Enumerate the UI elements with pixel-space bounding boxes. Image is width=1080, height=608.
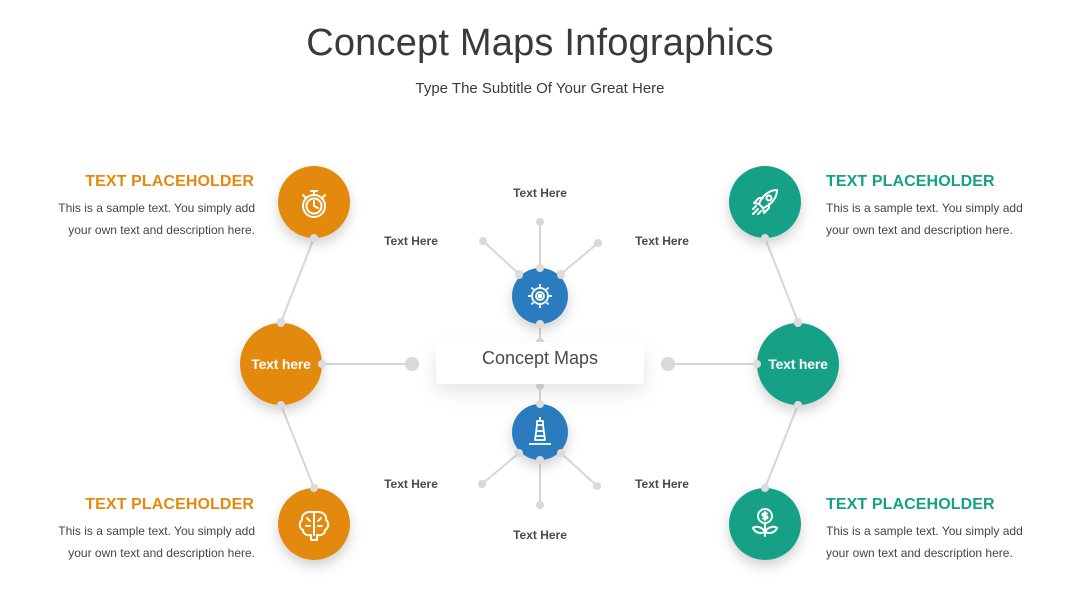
text-line: your own text and description here. <box>68 223 255 237</box>
right-bottom-block-text: This is a sample text. You simply add yo… <box>826 520 1056 564</box>
dot <box>310 484 318 492</box>
left-top-block-text: This is a sample text. You simply add yo… <box>25 197 255 241</box>
lighthouse-cluster-label-left: Text Here <box>384 477 438 491</box>
dot <box>277 319 285 327</box>
stopwatch-icon <box>302 190 326 218</box>
text-line: This is a sample text. You simply add <box>58 201 255 215</box>
gear-cluster-label-left: Text Here <box>384 234 438 248</box>
dot <box>536 456 544 464</box>
dot <box>277 401 285 409</box>
dot <box>594 239 602 247</box>
dot <box>794 319 802 327</box>
connector-right-bottom <box>764 404 799 489</box>
text-line: This is a sample text. You simply add <box>58 524 255 538</box>
lighthouse-icon <box>529 417 551 445</box>
connector-right-top <box>764 237 799 323</box>
connector-lighthouse-left <box>481 452 520 485</box>
text-line: your own text and description here. <box>826 223 1013 237</box>
money-plant-icon <box>752 508 778 537</box>
dot <box>536 320 544 328</box>
text-line: This is a sample text. You simply add <box>826 524 1023 538</box>
text-line: your own text and description here. <box>826 546 1013 560</box>
left-top-block-title: TEXT PLACEHOLDER <box>85 173 254 190</box>
gear-cluster-label-right: Text Here <box>635 234 689 248</box>
right-top-block-text: This is a sample text. You simply add yo… <box>826 197 1056 241</box>
left-bottom-block-text: This is a sample text. You simply add yo… <box>25 520 255 564</box>
connector-lighthouse-right <box>560 452 598 487</box>
dot <box>318 360 326 368</box>
connector-left-top <box>280 237 315 323</box>
dot <box>536 501 544 509</box>
dot <box>593 482 601 490</box>
rocket-icon <box>752 189 778 215</box>
dot-right-center <box>661 357 675 371</box>
right-bottom-block-title: TEXT PLACEHOLDER <box>826 496 995 513</box>
dot <box>310 234 318 242</box>
center-plate <box>436 342 644 384</box>
connector-gear-left <box>482 240 520 275</box>
dot <box>515 449 523 457</box>
gear-cluster-label-top: Text Here <box>513 186 567 200</box>
dot <box>761 234 769 242</box>
lighthouse-circle <box>512 404 568 460</box>
page-subtitle: Type The Subtitle Of Your Great Here <box>415 80 665 97</box>
dot <box>536 400 544 408</box>
text-line: This is a sample text. You simply add <box>826 201 1023 215</box>
connector-left-bottom <box>280 404 315 489</box>
dot <box>557 271 565 279</box>
dot <box>479 237 487 245</box>
left-hub-circle <box>240 323 322 405</box>
page-title: Concept Maps Infographics <box>306 22 774 64</box>
dot <box>753 360 761 368</box>
lighthouse-cluster-label-right: Text Here <box>635 477 689 491</box>
right-top-block-title: TEXT PLACEHOLDER <box>826 173 995 190</box>
brain-icon <box>298 510 330 541</box>
dot <box>794 401 802 409</box>
edge-dots <box>277 234 802 492</box>
dot <box>515 271 523 279</box>
right-hub-label: Text here <box>768 356 828 372</box>
dot-left-center <box>405 357 419 371</box>
dot <box>536 218 544 226</box>
dot <box>761 484 769 492</box>
rocket-circle <box>729 166 801 238</box>
left-hub-label: Text here <box>251 356 311 372</box>
dot <box>557 449 565 457</box>
dot <box>478 480 486 488</box>
center-concept-label: Concept Maps <box>481 348 599 368</box>
right-hub-circle <box>757 323 839 405</box>
dot <box>536 264 544 272</box>
lighthouse-cluster-label-bottom: Text Here <box>513 528 567 542</box>
connector-gear-right <box>560 242 599 275</box>
gear-icon <box>528 284 552 308</box>
text-line: your own text and description here. <box>68 546 255 560</box>
left-bottom-block-title: TEXT PLACEHOLDER <box>85 496 254 513</box>
